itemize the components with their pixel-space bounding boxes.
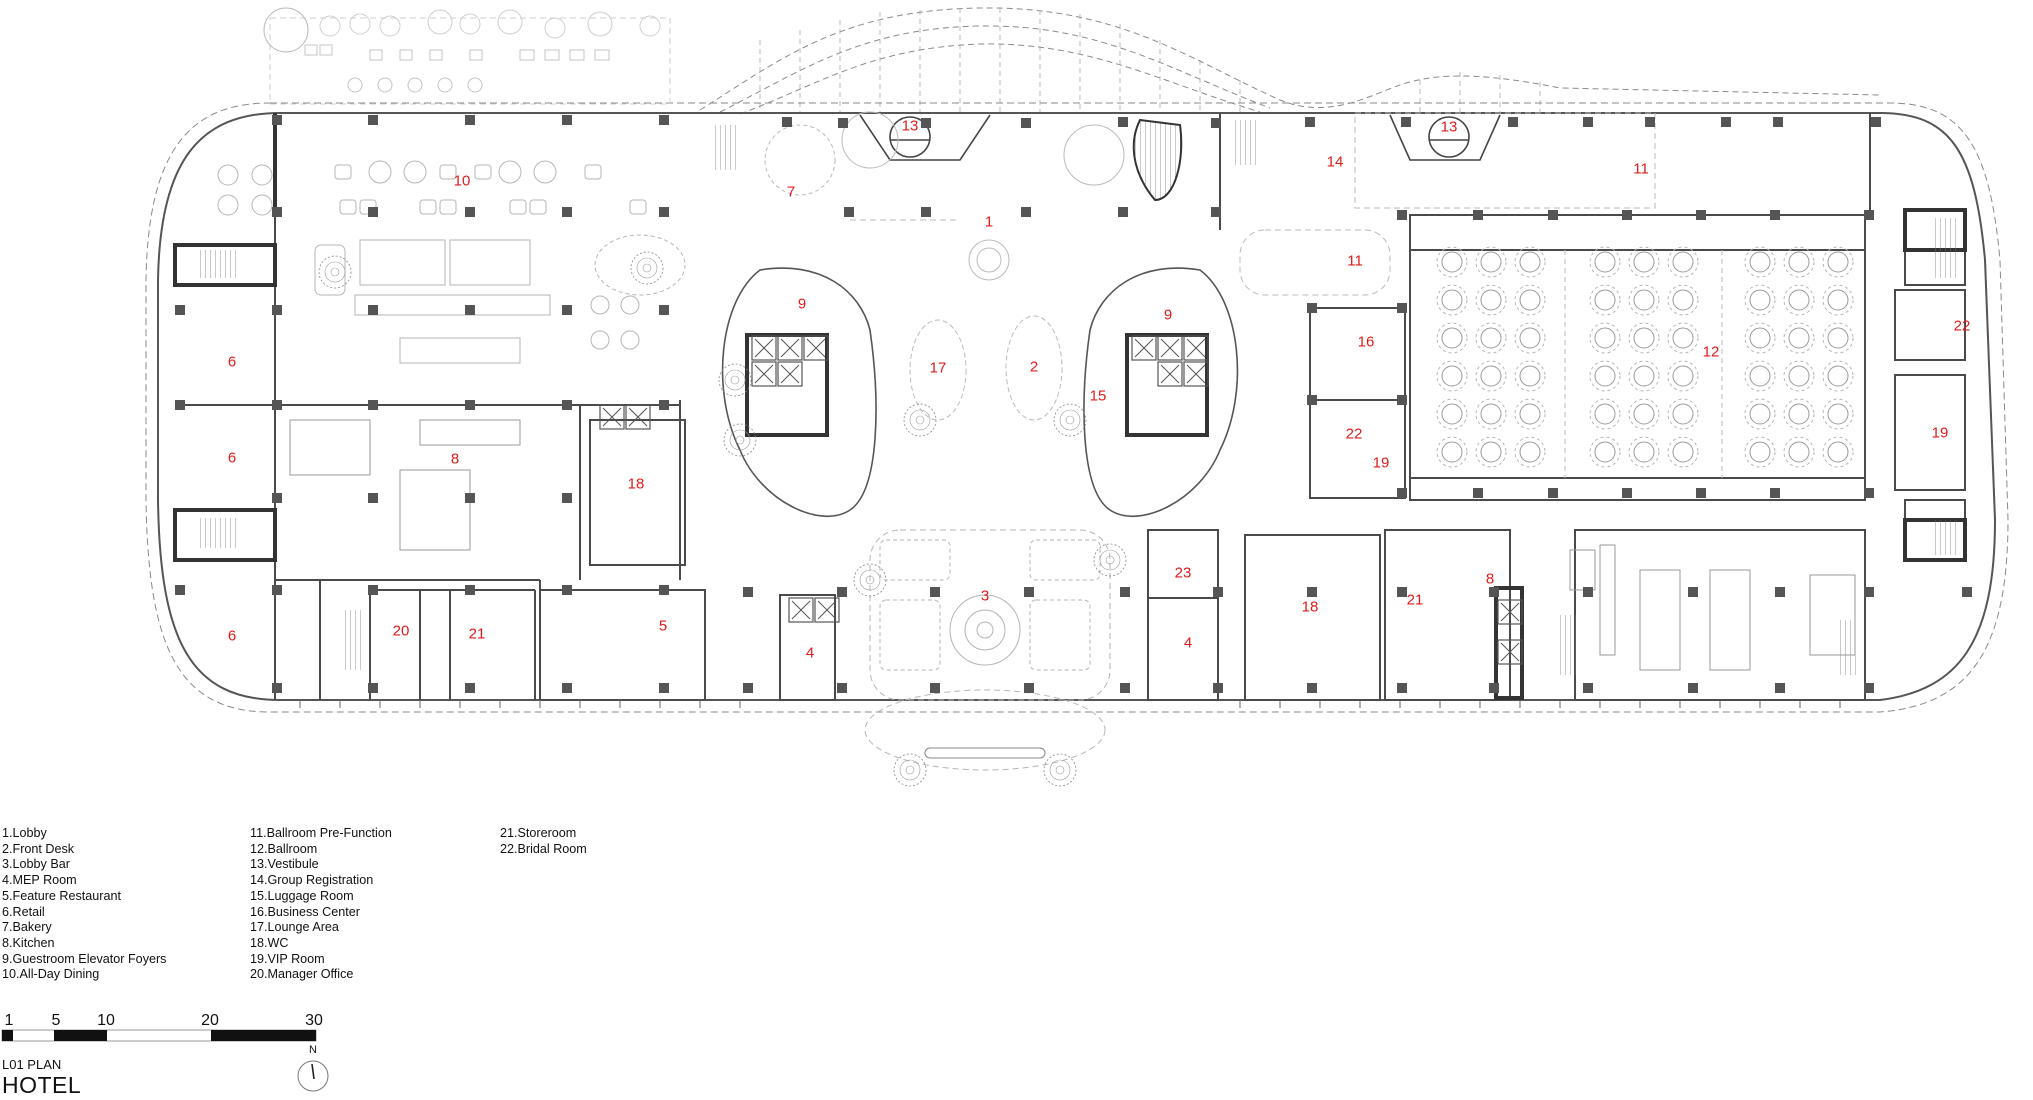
room-number-label: 9 [1163,306,1173,324]
legend-item: 8.Kitchen [2,935,55,950]
legend-item: 10.All-Day Dining [2,967,100,982]
building-outline [157,112,1997,701]
legend-item: 18.WC [250,935,289,950]
legend-column-1: 1.Lobby 2.Front Desk 3.Lobby Bar 4.MEP R… [2,826,166,983]
north-arrow-icon [297,1060,329,1092]
lobby-features [764,111,1656,421]
legend-item: 11.Ballroom Pre-Function [250,826,392,840]
legend-item: 13.Vestibule [250,857,319,872]
room-number-label: 1 [984,213,994,231]
canopy-outline [699,7,1881,115]
dining-furniture [217,160,686,364]
kitchen-equipment [289,419,1856,671]
room-number-label: 8 [450,450,460,468]
room-number-label: 9 [797,295,807,313]
room-number-label: 4 [1183,634,1193,652]
room-number-label: 22 [1953,317,1971,335]
legend-item: 12.Ballroom [250,841,318,856]
canopy-grid [759,8,1541,112]
legend-item: 3.Lobby Bar [2,857,70,872]
room-number-label: 16 [1357,333,1375,351]
vestibules [859,114,1501,161]
scale-tick-label: 5 [51,1012,61,1029]
north-label: N [309,1044,317,1056]
plan-level-title: L01 PLAN [2,1057,62,1072]
room-number-label: 21 [1406,591,1424,609]
room-number-label: 23 [1174,564,1192,582]
scale-tick-label: 30 [305,1012,323,1029]
room-number-label: 7 [786,183,796,201]
room-number-label: 6 [227,627,237,645]
floor-plan-drawing [145,7,2009,787]
scale-tick-label: 20 [201,1012,219,1029]
room-number-label: 2 [1029,358,1039,376]
legend-item: 4.MEP Room [2,873,77,888]
scale-tick-label: 10 [97,1012,115,1029]
room-number-label: 17 [929,359,947,377]
scale-bar [1,1029,317,1042]
room-number-label: 10 [453,172,471,190]
outdoor-terrace [263,7,671,105]
lobby-bar [864,529,1111,771]
room-number-label: 11 [1633,160,1649,178]
legend-item: 19.VIP Room [250,951,325,966]
room-number-label: 19 [1372,454,1390,472]
legend-item: 14.Group Registration [250,873,374,888]
room-number-label: 5 [658,617,668,635]
room-number-label: 13 [1440,118,1458,136]
room-number-label: 12 [1702,343,1720,361]
elevator-foyer-shells [721,267,1239,518]
room-number-label: 8 [1485,570,1495,588]
legend-item: 17.Lounge Area [250,920,339,935]
room-number-label: 3 [980,587,990,605]
legend-item: 5.Feature Restaurant [2,888,122,903]
room-number-label: 4 [805,644,815,662]
legend-item: 15.Luggage Room [250,888,354,903]
legend-item: 22.Bridal Room [500,841,587,856]
room-number-label: 20 [392,622,410,640]
room-number-label: 14 [1326,153,1344,171]
legend-column-2: 11.Ballroom Pre-Function 12.Ballroom 13.… [250,826,392,983]
project-title: HOTEL [2,1072,82,1098]
scale-tick-label: 1 [4,1012,14,1029]
planting [318,251,1127,787]
stairs [200,118,1957,675]
legend-item: 16.Business Center [250,904,360,919]
legend-item: 2.Front Desk [2,841,75,856]
legend-item: 9.Guestroom Elevator Foyers [2,951,167,966]
room-number-label: 15 [1089,387,1107,405]
legend-column-3: 21.Storeroom 22.Bridal Room [500,826,587,857]
legend-item: 21.Storeroom [500,826,577,840]
legend-item: 20.Manager Office [250,967,354,982]
legend-item: 1.Lobby [2,826,47,840]
room-number-label: 13 [901,117,919,135]
room-number-label: 6 [227,353,237,371]
room-number-label: 6 [227,449,237,467]
legend-item: 6.Retail [2,904,45,919]
ballroom-tables [1436,246,1854,468]
room-number-label: 22 [1345,425,1363,443]
legend-item: 7.Bakery [2,920,52,935]
room-number-label: 18 [1301,598,1319,616]
room-number-label: 18 [627,475,645,493]
room-number-label: 11 [1347,252,1363,270]
room-number-label: 21 [468,625,486,643]
room-number-label: 19 [1931,424,1949,442]
elevator-cabs [599,335,1523,665]
